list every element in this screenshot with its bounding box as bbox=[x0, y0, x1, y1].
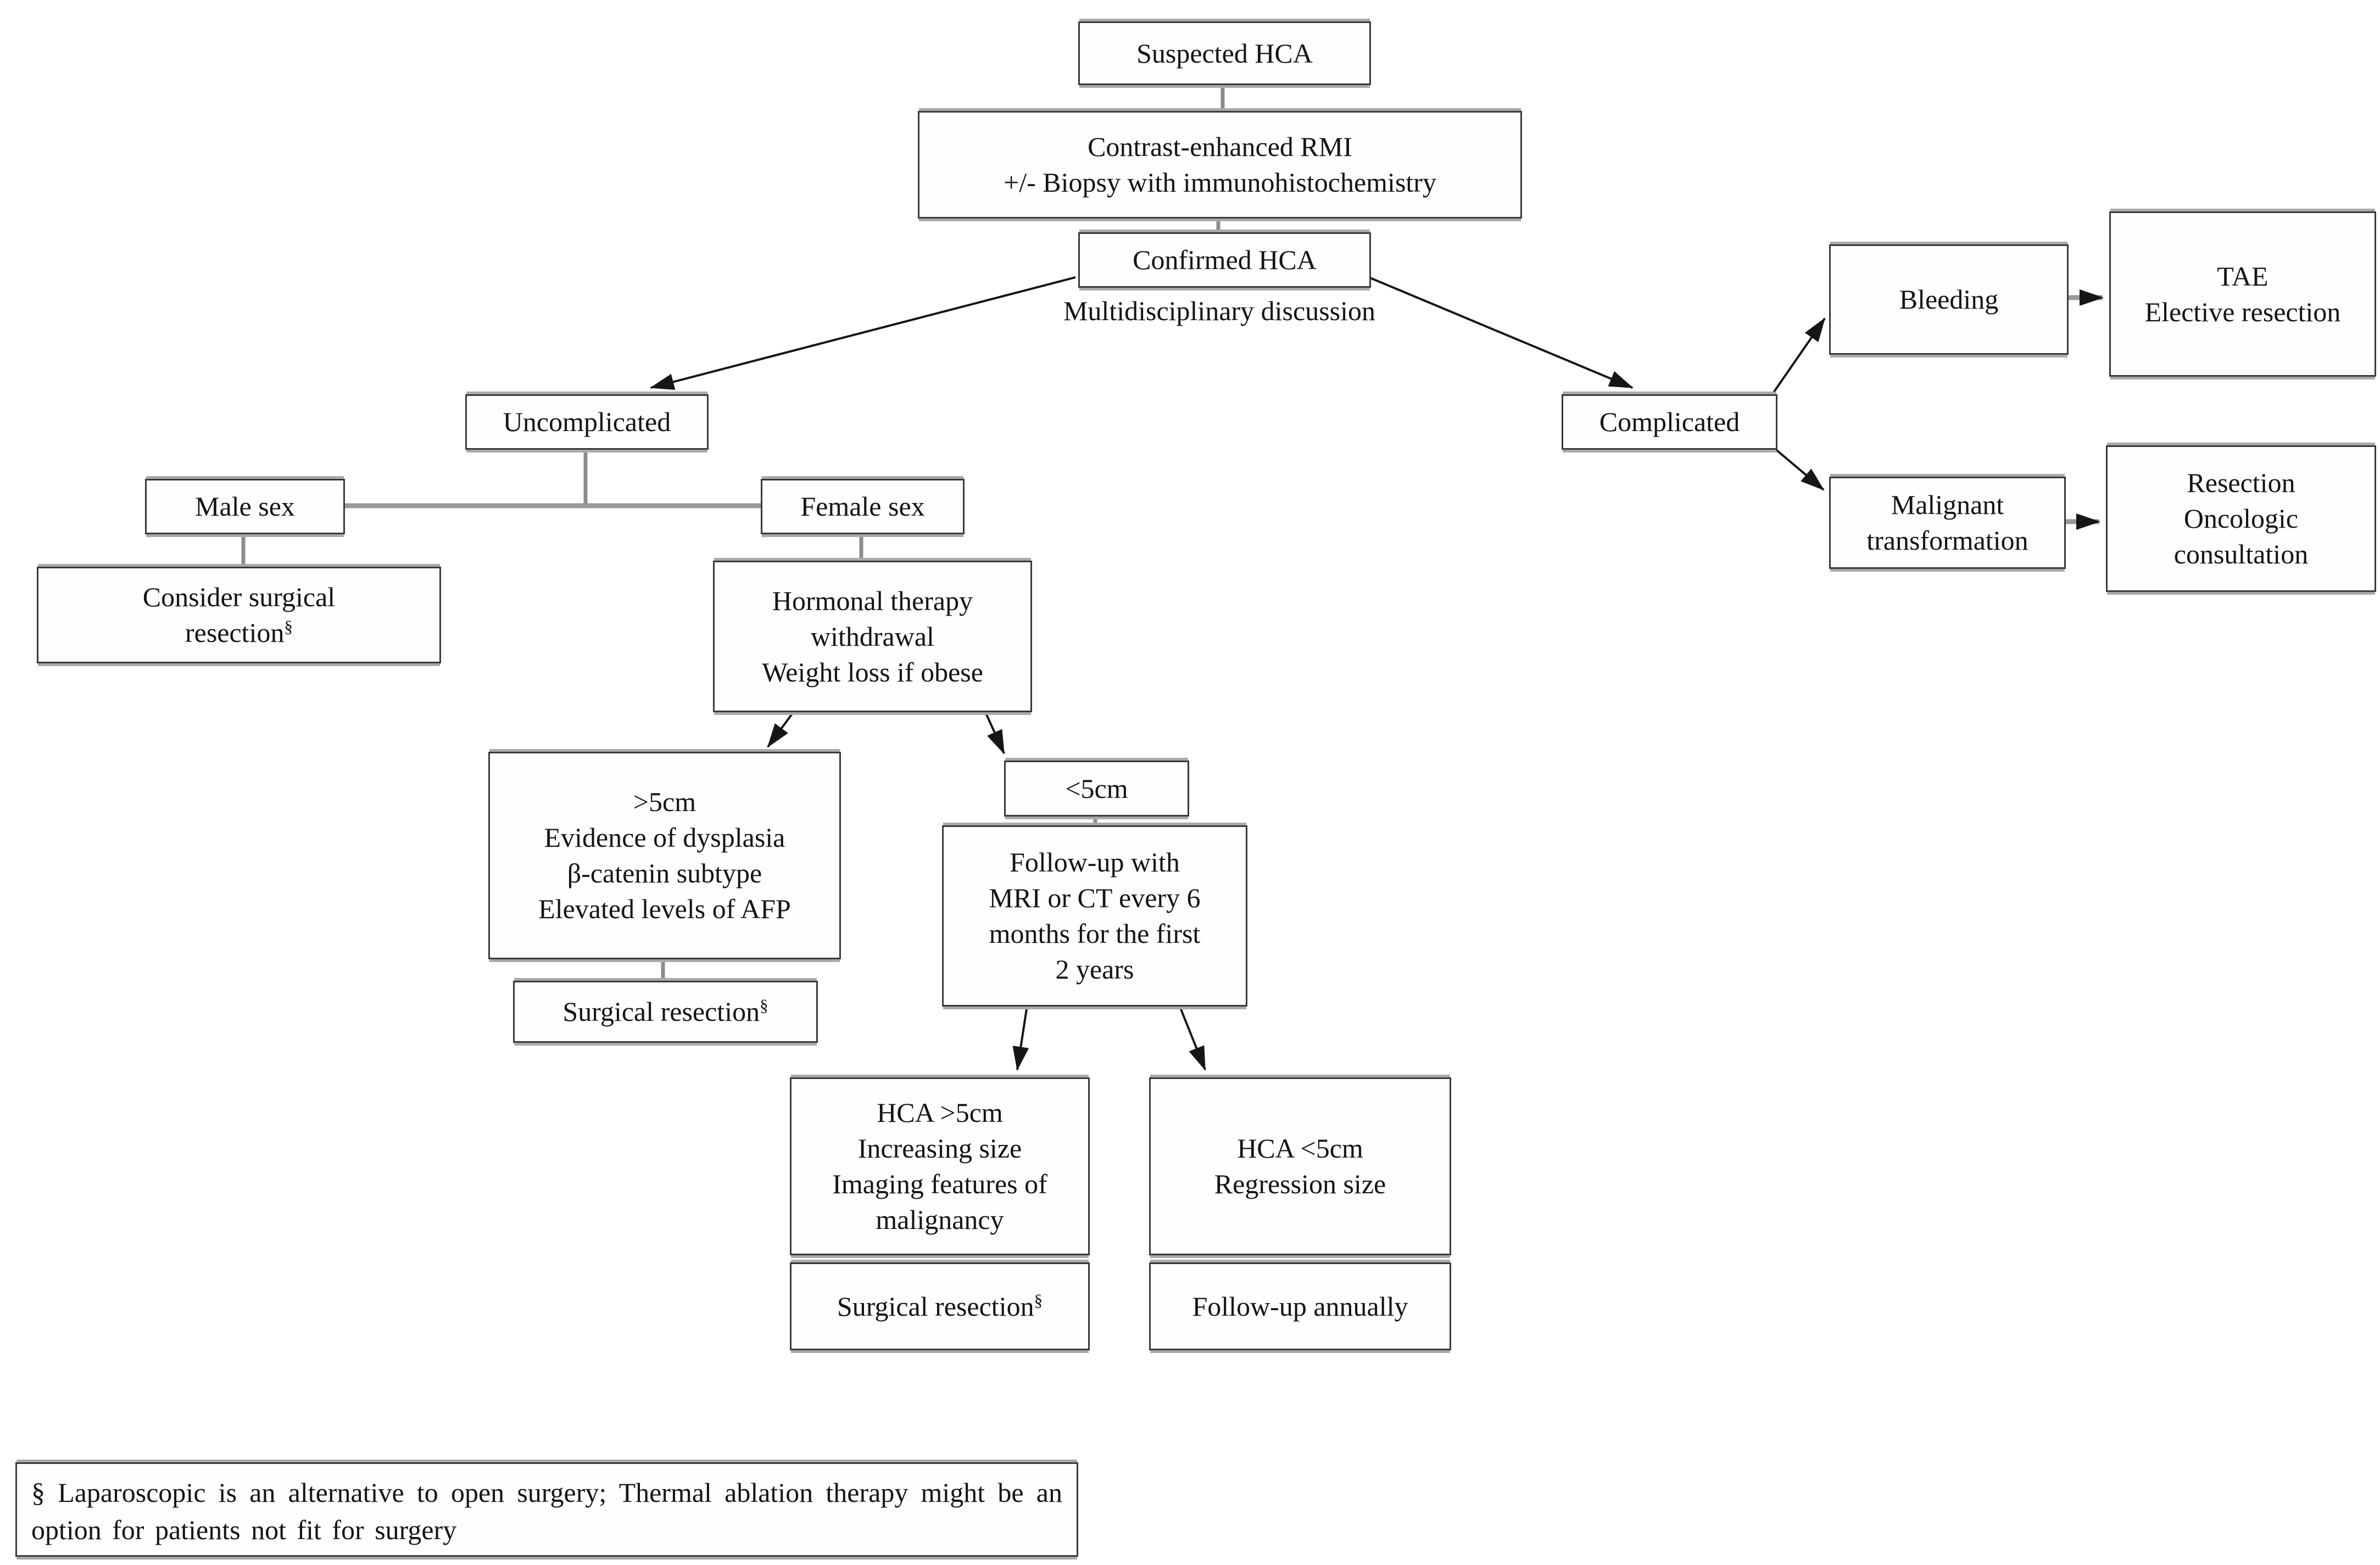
node-gt5cm-criteria: >5cm Evidence of dysplasia β-catenin sub… bbox=[488, 752, 841, 959]
node-gt5cm-criteria-label: >5cm Evidence of dysplasia β-catenin sub… bbox=[538, 786, 791, 924]
consider-resection-footnote-mark: § bbox=[284, 617, 293, 636]
edge-hormonal-to-lt5 bbox=[982, 707, 1005, 754]
footnote-text: § Laparoscopic is an alternative to open… bbox=[31, 1477, 1062, 1545]
node-uncomplicated: Uncomplicated bbox=[465, 394, 709, 450]
node-hca-lt5cm: HCA <5cm Regression size bbox=[1149, 1077, 1451, 1255]
node-suspected-hca-label: Suspected HCA bbox=[1136, 37, 1313, 69]
node-male-sex: Male sex bbox=[145, 479, 345, 534]
node-surgical-resection-1: Surgical resection§ bbox=[513, 981, 818, 1043]
node-followup-6months: Follow-up with MRI or CT every 6 months … bbox=[942, 825, 1247, 1007]
edge-confirmed-to-uncomplicated bbox=[650, 276, 1076, 390]
node-resection-oncologic: Resection Oncologic consultation bbox=[2106, 445, 2376, 592]
footnote-box: § Laparoscopic is an alternative to open… bbox=[15, 1462, 1078, 1557]
edge-complicated-to-bleeding bbox=[1772, 317, 1826, 394]
edge-hormonal-to-gt5 bbox=[767, 708, 796, 748]
node-lt5cm: <5cm bbox=[1004, 761, 1189, 817]
node-hormonal-therapy: Hormonal therapy withdrawal Weight loss … bbox=[713, 561, 1032, 712]
node-followup-6months-label: Follow-up with MRI or CT every 6 months … bbox=[989, 847, 1201, 985]
node-consider-surgical-resection-label: Consider surgical resection§ bbox=[143, 579, 335, 651]
surgical-resection-1-text: Surgical resection bbox=[562, 996, 760, 1027]
edge-followup-to-hca-gt5 bbox=[1012, 998, 1029, 1071]
node-hca-lt5cm-label: HCA <5cm Regression size bbox=[1214, 1133, 1386, 1199]
surgical-resection-1-footnote-mark: § bbox=[760, 996, 768, 1015]
node-suspected-hca: Suspected HCA bbox=[1078, 21, 1371, 85]
edge-confirmed-to-complicated bbox=[1368, 276, 1634, 389]
node-contrast-mri-biopsy-label: Contrast-enhanced RMI +/- Biopsy with im… bbox=[1004, 131, 1436, 198]
node-followup-annually-label: Follow-up annually bbox=[1192, 1290, 1408, 1322]
node-complicated: Complicated bbox=[1562, 394, 1777, 450]
surgical-resection-2-footnote-mark: § bbox=[1034, 1290, 1043, 1310]
node-surgical-resection-1-label: Surgical resection§ bbox=[562, 994, 768, 1030]
node-bleeding: Bleeding bbox=[1829, 244, 2069, 355]
surgical-resection-2-text: Surgical resection bbox=[837, 1290, 1034, 1322]
node-uncomplicated-label: Uncomplicated bbox=[503, 406, 671, 437]
node-malignant-transformation: Malignant transformation bbox=[1829, 477, 2066, 569]
node-female-sex: Female sex bbox=[761, 479, 965, 534]
node-complicated-label: Complicated bbox=[1599, 406, 1740, 437]
node-bleeding-label: Bleeding bbox=[1899, 284, 1999, 315]
node-tae-elective-resection: TAE Elective resection bbox=[2109, 211, 2376, 377]
edge-followup-to-hca-lt5 bbox=[1175, 998, 1206, 1071]
node-tae-elective-resection-label: TAE Elective resection bbox=[2144, 260, 2341, 327]
label-multidisciplinary-discussion: Multidisciplinary discussion bbox=[972, 294, 1467, 328]
node-resection-oncologic-label: Resection Oncologic consultation bbox=[2173, 467, 2309, 569]
node-surgical-resection-2: Surgical resection§ bbox=[790, 1262, 1090, 1350]
node-consider-surgical-resection: Consider surgical resection§ bbox=[37, 567, 441, 663]
node-hca-gt5cm-label: HCA >5cm Increasing size Imaging feature… bbox=[832, 1097, 1047, 1235]
node-contrast-mri-biopsy: Contrast-enhanced RMI +/- Biopsy with im… bbox=[918, 111, 1522, 219]
node-lt5cm-label: <5cm bbox=[1065, 773, 1128, 804]
node-confirmed-hca: Confirmed HCA bbox=[1078, 232, 1371, 288]
node-surgical-resection-2-label: Surgical resection§ bbox=[837, 1289, 1043, 1324]
node-followup-annually: Follow-up annually bbox=[1149, 1262, 1451, 1350]
label-multidisciplinary-discussion-text: Multidisciplinary discussion bbox=[1063, 295, 1376, 326]
node-confirmed-hca-label: Confirmed HCA bbox=[1133, 244, 1317, 275]
node-female-sex-label: Female sex bbox=[800, 491, 925, 522]
node-malignant-transformation-label: Malignant transformation bbox=[1866, 489, 2028, 556]
edge-complicated-to-malignant bbox=[1773, 447, 1825, 491]
node-male-sex-label: Male sex bbox=[195, 491, 295, 522]
node-hca-gt5cm: HCA >5cm Increasing size Imaging feature… bbox=[790, 1077, 1090, 1255]
node-hormonal-therapy-label: Hormonal therapy withdrawal Weight loss … bbox=[762, 585, 983, 688]
consider-resection-text: Consider surgical resection bbox=[142, 582, 336, 648]
